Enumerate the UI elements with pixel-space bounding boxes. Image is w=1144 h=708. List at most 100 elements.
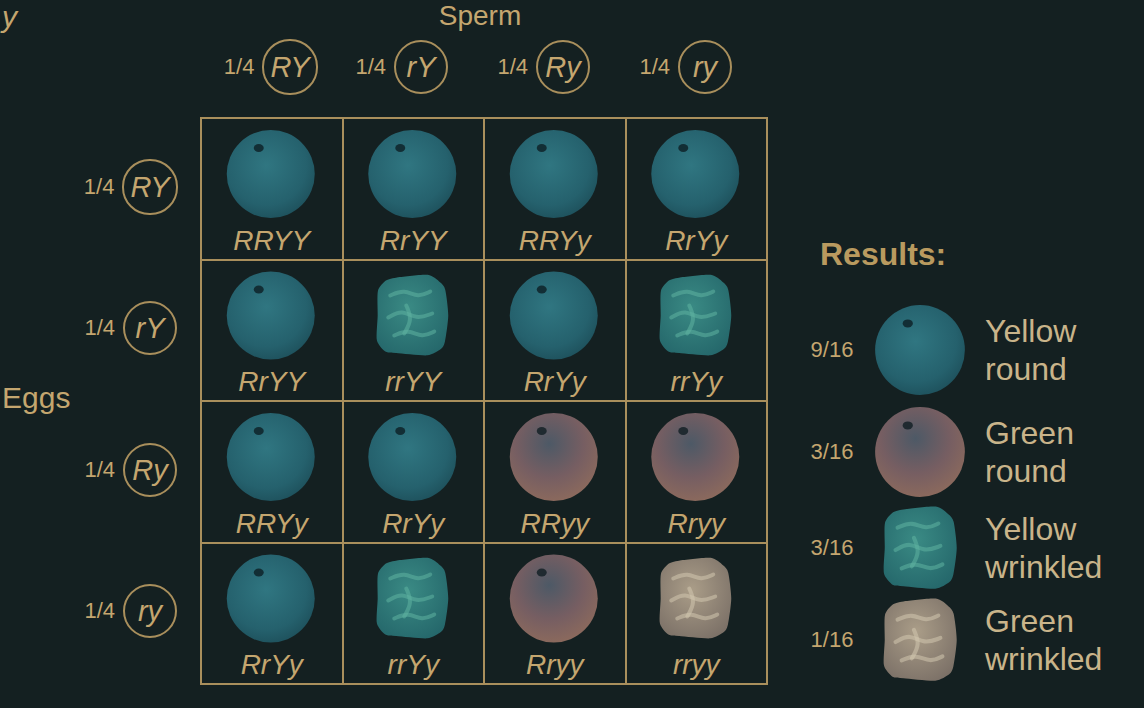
pea-body — [884, 506, 957, 588]
pea-hilum — [903, 319, 913, 327]
axis-label: Sperm — [439, 0, 521, 32]
pea-body — [377, 275, 449, 356]
pea-body — [368, 413, 456, 501]
punnett-cell: RrYY — [200, 259, 344, 403]
pea-wrinkle — [912, 630, 918, 659]
genotype-label: Rryy — [667, 508, 725, 540]
round-pea — [651, 413, 739, 501]
genotype-label: RRYy — [236, 508, 308, 540]
pea-hilum — [537, 286, 547, 294]
pea-wrinkle — [687, 306, 693, 334]
pea-body — [660, 275, 732, 356]
axis-label: Eggs — [2, 381, 70, 415]
wrinkled-pea — [377, 558, 449, 639]
punnett-cell: rrYy — [625, 259, 769, 403]
pea-hilum — [678, 427, 688, 435]
pea-wrinkle — [404, 589, 410, 617]
pea-body — [884, 598, 957, 680]
pea-body — [510, 413, 598, 501]
punnett-cell: Rryy — [483, 542, 627, 686]
gamete-label: rY — [136, 312, 165, 344]
punnett-cell: RrYy — [200, 542, 344, 686]
genotype-label: RrYy — [524, 366, 586, 398]
round-pea — [227, 413, 315, 501]
pea-wrinkle — [677, 332, 717, 336]
probability-fraction: 1/4 — [84, 458, 115, 482]
probability-fraction: 1/4 — [84, 175, 115, 199]
pea-hilum — [254, 144, 264, 152]
pea-body — [227, 555, 315, 643]
ratio-fraction: 3/16 — [811, 439, 854, 465]
gamete-label: ry — [138, 595, 162, 627]
round-pea — [875, 407, 965, 497]
pea-hilum — [254, 286, 264, 294]
round-pea — [510, 555, 598, 643]
round-pea — [368, 413, 456, 501]
legend-text: Green round — [985, 414, 1135, 490]
pea-hilum — [254, 427, 264, 435]
round-pea — [227, 130, 315, 218]
round-pea — [510, 272, 598, 360]
punnett-cell: RRYy — [200, 400, 344, 544]
pea-wrinkle — [898, 524, 939, 528]
round-pea — [510, 413, 598, 501]
wrinkled-pea — [660, 275, 732, 356]
gamete-circle: 1/4RY — [122, 159, 177, 214]
genotype-label: RrYy — [665, 225, 727, 257]
gamete-circle: 1/4ry — [123, 584, 177, 638]
pea-wrinkle — [912, 538, 918, 567]
punnett-cell: Rryy — [625, 400, 769, 544]
pea-wrinkle — [404, 306, 410, 334]
wrinkled-pea — [884, 598, 957, 680]
punnett-cell: rrYY — [342, 259, 486, 403]
pea-wrinkle — [902, 656, 943, 660]
pea-body — [660, 558, 732, 639]
gamete-label: Ry — [132, 454, 167, 486]
round-pea — [651, 130, 739, 218]
pea-body — [510, 555, 598, 643]
pea-hilum — [537, 144, 547, 152]
genotype-label: RRYY — [233, 225, 310, 257]
pea-hilum — [537, 427, 547, 435]
wrinkled-pea — [660, 558, 732, 639]
wrinkled-pea — [884, 506, 957, 588]
genotype-label: RrYy — [241, 649, 303, 681]
genotype-label: rrYy — [388, 649, 439, 681]
pea-hilum — [678, 144, 688, 152]
genotype-label: RrYY — [380, 225, 447, 257]
wrinkled-pea — [377, 275, 449, 356]
pea-body — [875, 407, 965, 497]
punnett-cell: RrYy — [483, 259, 627, 403]
probability-fraction: 1/4 — [84, 599, 115, 623]
pea-hilum — [537, 569, 547, 577]
pea-wrinkle — [673, 292, 713, 296]
legend-text: Yellow wrinkled — [985, 510, 1135, 586]
genotype-label: RRyy — [521, 508, 589, 540]
probability-fraction: 1/4 — [224, 55, 255, 79]
pea-body — [377, 558, 449, 639]
gamete-label: ry — [693, 51, 717, 83]
probability-fraction: 1/4 — [355, 55, 386, 79]
ratio-fraction: 1/16 — [811, 627, 854, 653]
punnett-cell: RrYy — [342, 400, 486, 544]
pea-wrinkle — [394, 615, 434, 619]
pea-wrinkle — [673, 575, 713, 579]
pea-wrinkle — [677, 615, 717, 619]
gamete-label: RY — [130, 171, 169, 203]
probability-fraction: 1/4 — [639, 55, 670, 79]
genotype-label: RrYY — [238, 366, 305, 398]
round-pea — [510, 130, 598, 218]
legend-text: Green wrinkled — [985, 602, 1135, 678]
probability-fraction: 1/4 — [497, 55, 528, 79]
punnett-cell: rryy — [625, 542, 769, 686]
pea-body — [227, 413, 315, 501]
pea-wrinkle — [390, 575, 430, 579]
genotype-label: RRYy — [519, 225, 591, 257]
gamete-circle: 1/4ry — [678, 40, 732, 94]
legend-text: Yellow round — [985, 312, 1135, 388]
axis-label: y — [2, 0, 17, 34]
punnett-cell: rrYy — [342, 542, 486, 686]
